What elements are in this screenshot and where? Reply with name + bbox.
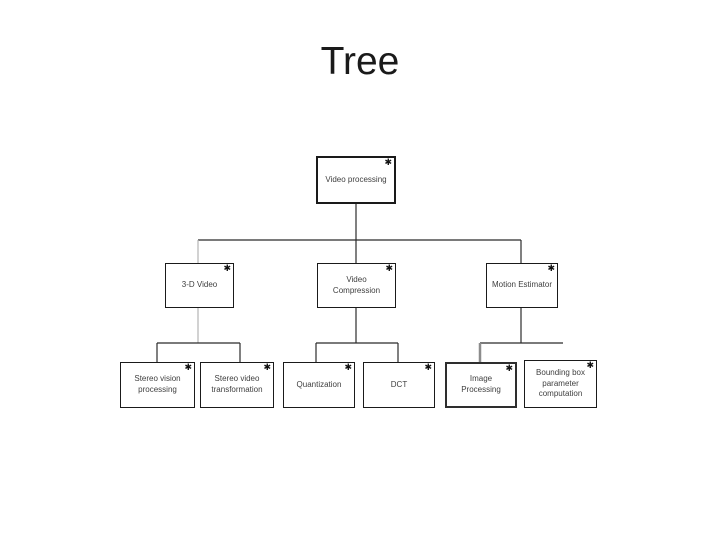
node-label: Video Compression bbox=[332, 274, 381, 295]
node-label: 3-D Video bbox=[181, 280, 218, 290]
tree-node-image-processing: ✱ Image Processing bbox=[445, 362, 517, 408]
node-label: Image Processing bbox=[461, 374, 501, 394]
star-icon: ✱ bbox=[263, 362, 271, 372]
tree-node-quantization: ✱ Quantization bbox=[283, 362, 355, 408]
tree-node-motion-estimator: ✱ Motion Estimator bbox=[486, 263, 558, 308]
node-label: Video processing bbox=[325, 174, 387, 184]
node-label: Stereo vision processing bbox=[134, 374, 181, 394]
slide-title: Tree bbox=[320, 40, 400, 83]
star-icon: ✱ bbox=[505, 363, 513, 373]
tree-node-stereo-video-transformation: ✱ Stereo video transformation bbox=[200, 362, 274, 408]
node-label: Bounding box parameter computation bbox=[536, 367, 585, 399]
node-label: Motion Estimator bbox=[491, 280, 553, 290]
node-label: DCT bbox=[390, 379, 408, 389]
star-icon: ✱ bbox=[547, 263, 555, 273]
star-icon: ✱ bbox=[384, 157, 392, 167]
star-icon: ✱ bbox=[424, 362, 432, 372]
node-label: Stereo video transformation bbox=[211, 374, 263, 394]
tree-node-stereo-vision-processing: ✱ Stereo vision processing bbox=[120, 362, 195, 408]
node-label: Quantization bbox=[296, 379, 342, 389]
tree-node-bounding-box-parameter-computation: ✱ Bounding box parameter computation bbox=[524, 360, 597, 408]
tree-node-video-processing: ✱ Video processing bbox=[316, 156, 396, 204]
tree-node-3d-video: ✱ 3-D Video bbox=[165, 263, 234, 308]
star-icon: ✱ bbox=[344, 362, 352, 372]
star-icon: ✱ bbox=[184, 362, 192, 372]
star-icon: ✱ bbox=[223, 263, 231, 273]
tree-node-video-compression: ✱ Video Compression bbox=[317, 263, 396, 308]
tree-node-dct: ✱ DCT bbox=[363, 362, 435, 408]
star-icon: ✱ bbox=[385, 263, 393, 273]
star-icon: ✱ bbox=[586, 360, 594, 370]
